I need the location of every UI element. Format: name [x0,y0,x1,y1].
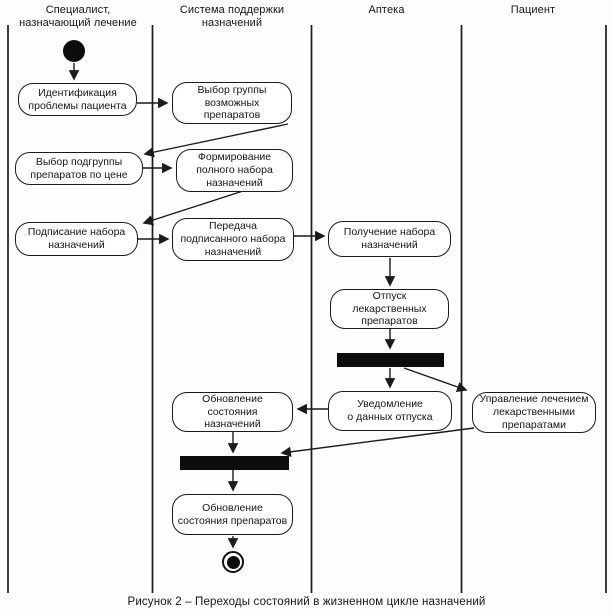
final-state-dot [226,555,240,569]
node-transfer-signed-set: Передача подписанного набора назначений [172,218,294,261]
lane-title-specialist: Специалист, назначающий лечение [19,4,137,30]
fork-bar [337,353,444,367]
lane-title-pharmacy: Аптека [368,4,405,16]
lane-lines [7,25,607,593]
node-form-full-set: Формирование полного набора назначений [176,149,293,192]
lane-title-support-system: Система поддержки назначений [179,4,285,30]
arrow-form-set-to-sign [142,190,244,226]
node-manage-treatment: Управление лечением лекарственными препа… [472,392,596,433]
node-dispense-notification: Уведомление о данных отпуска [328,391,452,431]
node-receive-set: Получение набора назначений [328,221,451,257]
lane-title-patient: Пациент [510,4,556,16]
initial-state-icon [63,40,85,62]
node-identify-problem: Идентификация проблемы пациента [18,83,137,116]
node-select-group: Выбор группы возможных препаратов [172,82,292,124]
arrow-select-group-to-subgroup [143,123,289,158]
arrow-manage-treatment-to-join [280,427,475,458]
arrow-fork-to-manage-treatment [403,367,468,392]
node-update-prescription-state: Обновление состояния назначений [172,392,293,432]
node-select-subgroup: Выбор подгруппы препаратов по цене [15,152,143,185]
node-update-drug-state: Обновление состояния препаратов [172,494,293,535]
final-state-icon [222,551,244,573]
node-sign-set: Подписание набора назначений [15,222,138,256]
flow-arrows [68,63,475,549]
join-bar [180,456,289,470]
node-dispense-drugs: Отпуск лекарственных препаратов [330,289,449,329]
figure-caption: Рисунок 2 – Переходы состояний в жизненн… [127,596,486,608]
